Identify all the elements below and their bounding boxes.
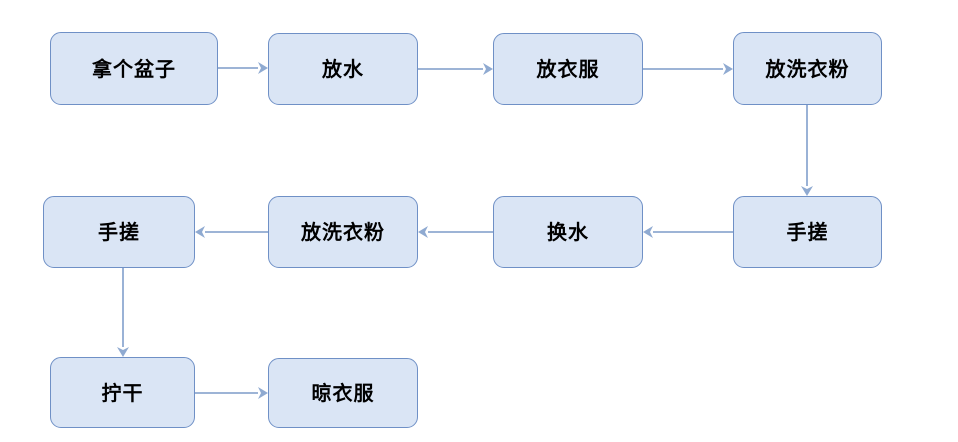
node-fang-xi-yi-fen-2[interactable]: 放洗衣粉 <box>268 196 418 268</box>
node-ning-gan[interactable]: 拧干 <box>50 357 195 428</box>
edge-n3-n4 <box>643 63 733 75</box>
edge-n4-n5 <box>801 105 813 196</box>
node-fang-shui[interactable]: 放水 <box>268 33 418 105</box>
edge-n7-n8 <box>195 226 268 238</box>
node-na-ge-pen-zi[interactable]: 拿个盆子 <box>50 32 218 105</box>
node-huan-shui[interactable]: 换水 <box>493 196 643 268</box>
node-shou-cuo-1[interactable]: 手搓 <box>733 196 882 268</box>
node-liang-yi-fu[interactable]: 晾衣服 <box>268 358 418 428</box>
node-shou-cuo-2[interactable]: 手搓 <box>43 196 195 268</box>
node-fang-xi-yi-fen-1[interactable]: 放洗衣粉 <box>733 32 882 105</box>
edge-n5-n6 <box>643 226 733 238</box>
edge-n6-n7 <box>418 226 493 238</box>
edge-n9-n10 <box>195 387 268 399</box>
edge-n2-n3 <box>418 63 493 75</box>
edge-n1-n2 <box>218 62 268 74</box>
edge-n8-n9 <box>117 268 129 357</box>
node-fang-yi-fu[interactable]: 放衣服 <box>493 33 643 105</box>
